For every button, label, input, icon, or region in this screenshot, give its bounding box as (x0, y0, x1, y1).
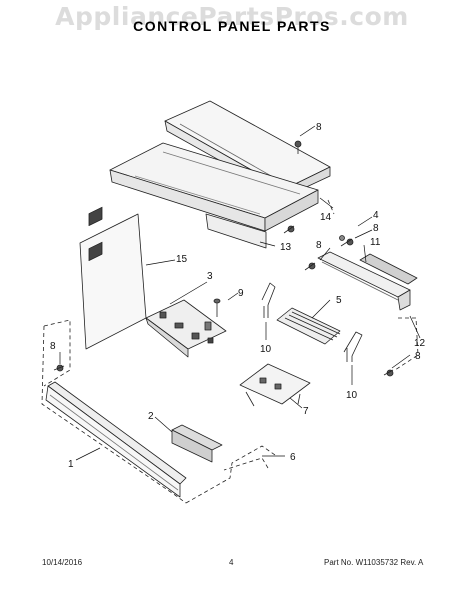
callout-8c: 8 (316, 240, 322, 251)
footer-page-number: 4 (229, 558, 234, 567)
part-15-side-panel (79, 206, 147, 350)
callout-5: 5 (336, 295, 342, 306)
part-5-display-board (276, 307, 341, 345)
callout-8b: 8 (373, 223, 379, 234)
footer-part-number: Part No. W11035732 Rev. A (324, 558, 424, 567)
callout-3: 3 (207, 271, 213, 282)
callout-10b: 10 (346, 390, 358, 401)
callout-13: 13 (280, 242, 292, 253)
part-3-control-board (145, 299, 227, 358)
callout-8e: 8 (50, 341, 56, 352)
leader-lines (59, 125, 421, 461)
callout-8d: 8 (415, 351, 421, 362)
callout-11: 11 (370, 237, 381, 248)
callout-12: 12 (414, 338, 426, 349)
callout-2: 2 (148, 411, 154, 422)
callout-6: 6 (290, 452, 296, 463)
callout-14: 14 (320, 212, 332, 223)
screw-9 (213, 298, 221, 317)
part-7-mounting-frame (239, 363, 311, 407)
page-title: CONTROL PANEL PARTS (133, 18, 331, 34)
part-2-keypad-board (171, 424, 223, 463)
screws-8 (53, 140, 394, 377)
callout-4: 4 (373, 210, 379, 221)
part-13-lower-tray (109, 142, 319, 249)
watermark: AppliancePartsPros.com (55, 2, 409, 31)
part-1-front-panel (45, 381, 187, 498)
callout-8a: 8 (316, 122, 322, 133)
callout-9: 9 (238, 288, 244, 299)
part-11-trim-strip (359, 253, 418, 285)
callout-15: 15 (176, 254, 188, 265)
part-12-rear-bracket (317, 251, 411, 311)
footer-date: 10/14/2016 (42, 558, 83, 567)
dashed-grouping-outlines (41, 199, 419, 504)
callout-1: 1 (68, 459, 74, 470)
callout-labels: 8 14 4 8 11 13 8 15 3 9 5 10 12 8 10 7 2… (50, 122, 426, 470)
part-10-clip-right (343, 331, 363, 362)
callout-10a: 10 (260, 344, 272, 355)
part-10-clip-left (261, 282, 276, 318)
callout-7: 7 (303, 406, 309, 417)
